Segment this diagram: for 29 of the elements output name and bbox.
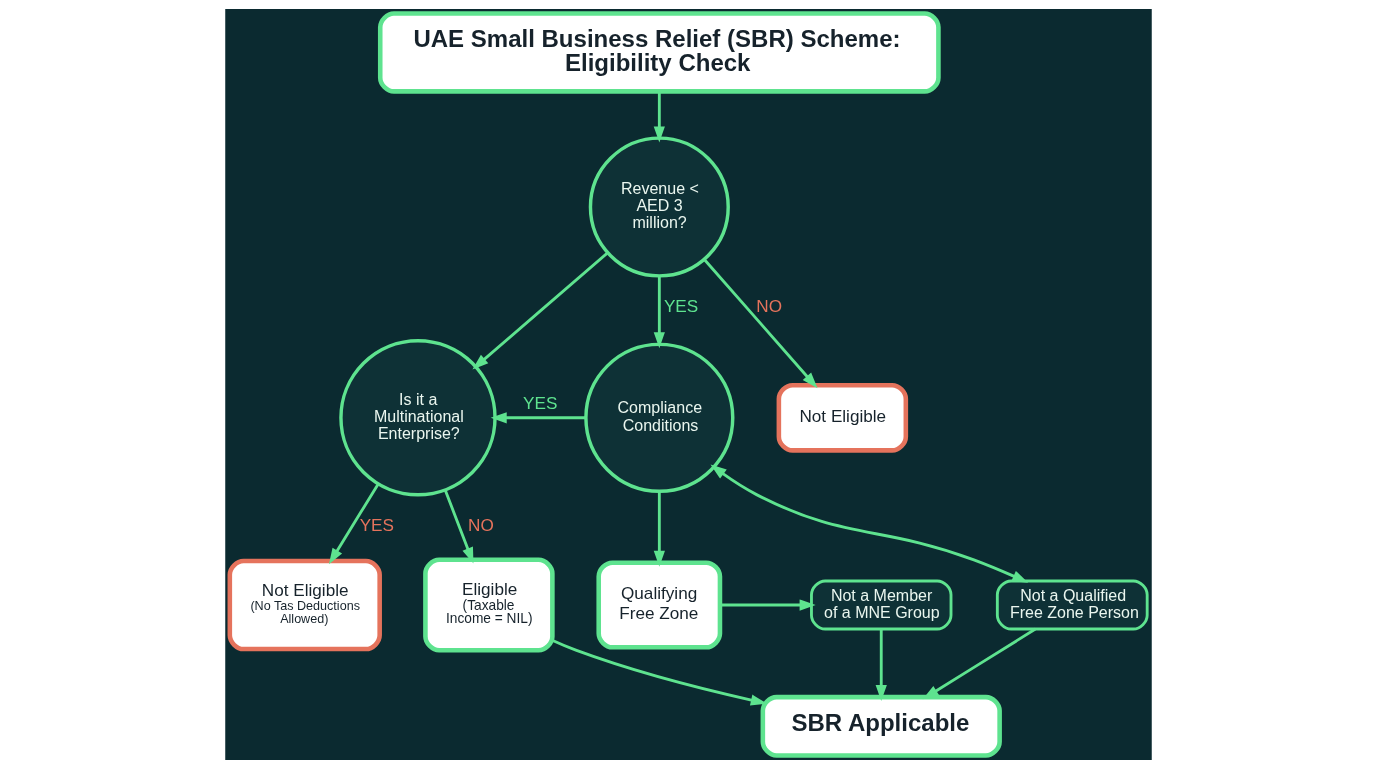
node-box: Not Eligible (No Tas Deductions Allowed): [227, 558, 382, 651]
node-circle: Is it a Multinational Enterprise?: [338, 338, 497, 497]
arrow: [653, 91, 665, 142]
arrow: [875, 628, 887, 701]
arrow: [551, 638, 767, 706]
arrow: [719, 598, 816, 611]
edge-label: YES: [522, 392, 557, 413]
arrow: [328, 482, 379, 564]
arrow: [471, 251, 609, 370]
node-circle: Compliance Conditions: [583, 342, 734, 493]
node-box: UAE Small Business Relief (SBR) Scheme: Eligibility Check: [377, 10, 941, 94]
node-box: Eligible (Taxable Income = NIL): [422, 557, 555, 652]
arrow: [443, 488, 473, 564]
edge-label: YES: [663, 295, 698, 316]
arrow: [490, 411, 585, 423]
arrow: [653, 275, 665, 348]
node-box: Not a Qualified Free Zone Person: [995, 579, 1149, 630]
edge-label: YES: [359, 514, 394, 535]
node-circle: Revenue < AED 3 million?: [588, 135, 730, 278]
arrow: [653, 491, 665, 567]
arrow: [710, 464, 1028, 583]
node-box: SBR Applicable: [760, 694, 1002, 758]
edge-label: NO: [467, 514, 494, 535]
node-box: Not a Member of a MNE Group: [809, 579, 952, 630]
edge-label: NO: [755, 295, 782, 316]
arrow: [703, 258, 818, 388]
node-box: Qualifying Free Zone: [595, 559, 722, 650]
arrow: [922, 627, 1036, 699]
node-box: Not Eligible: [776, 382, 908, 453]
